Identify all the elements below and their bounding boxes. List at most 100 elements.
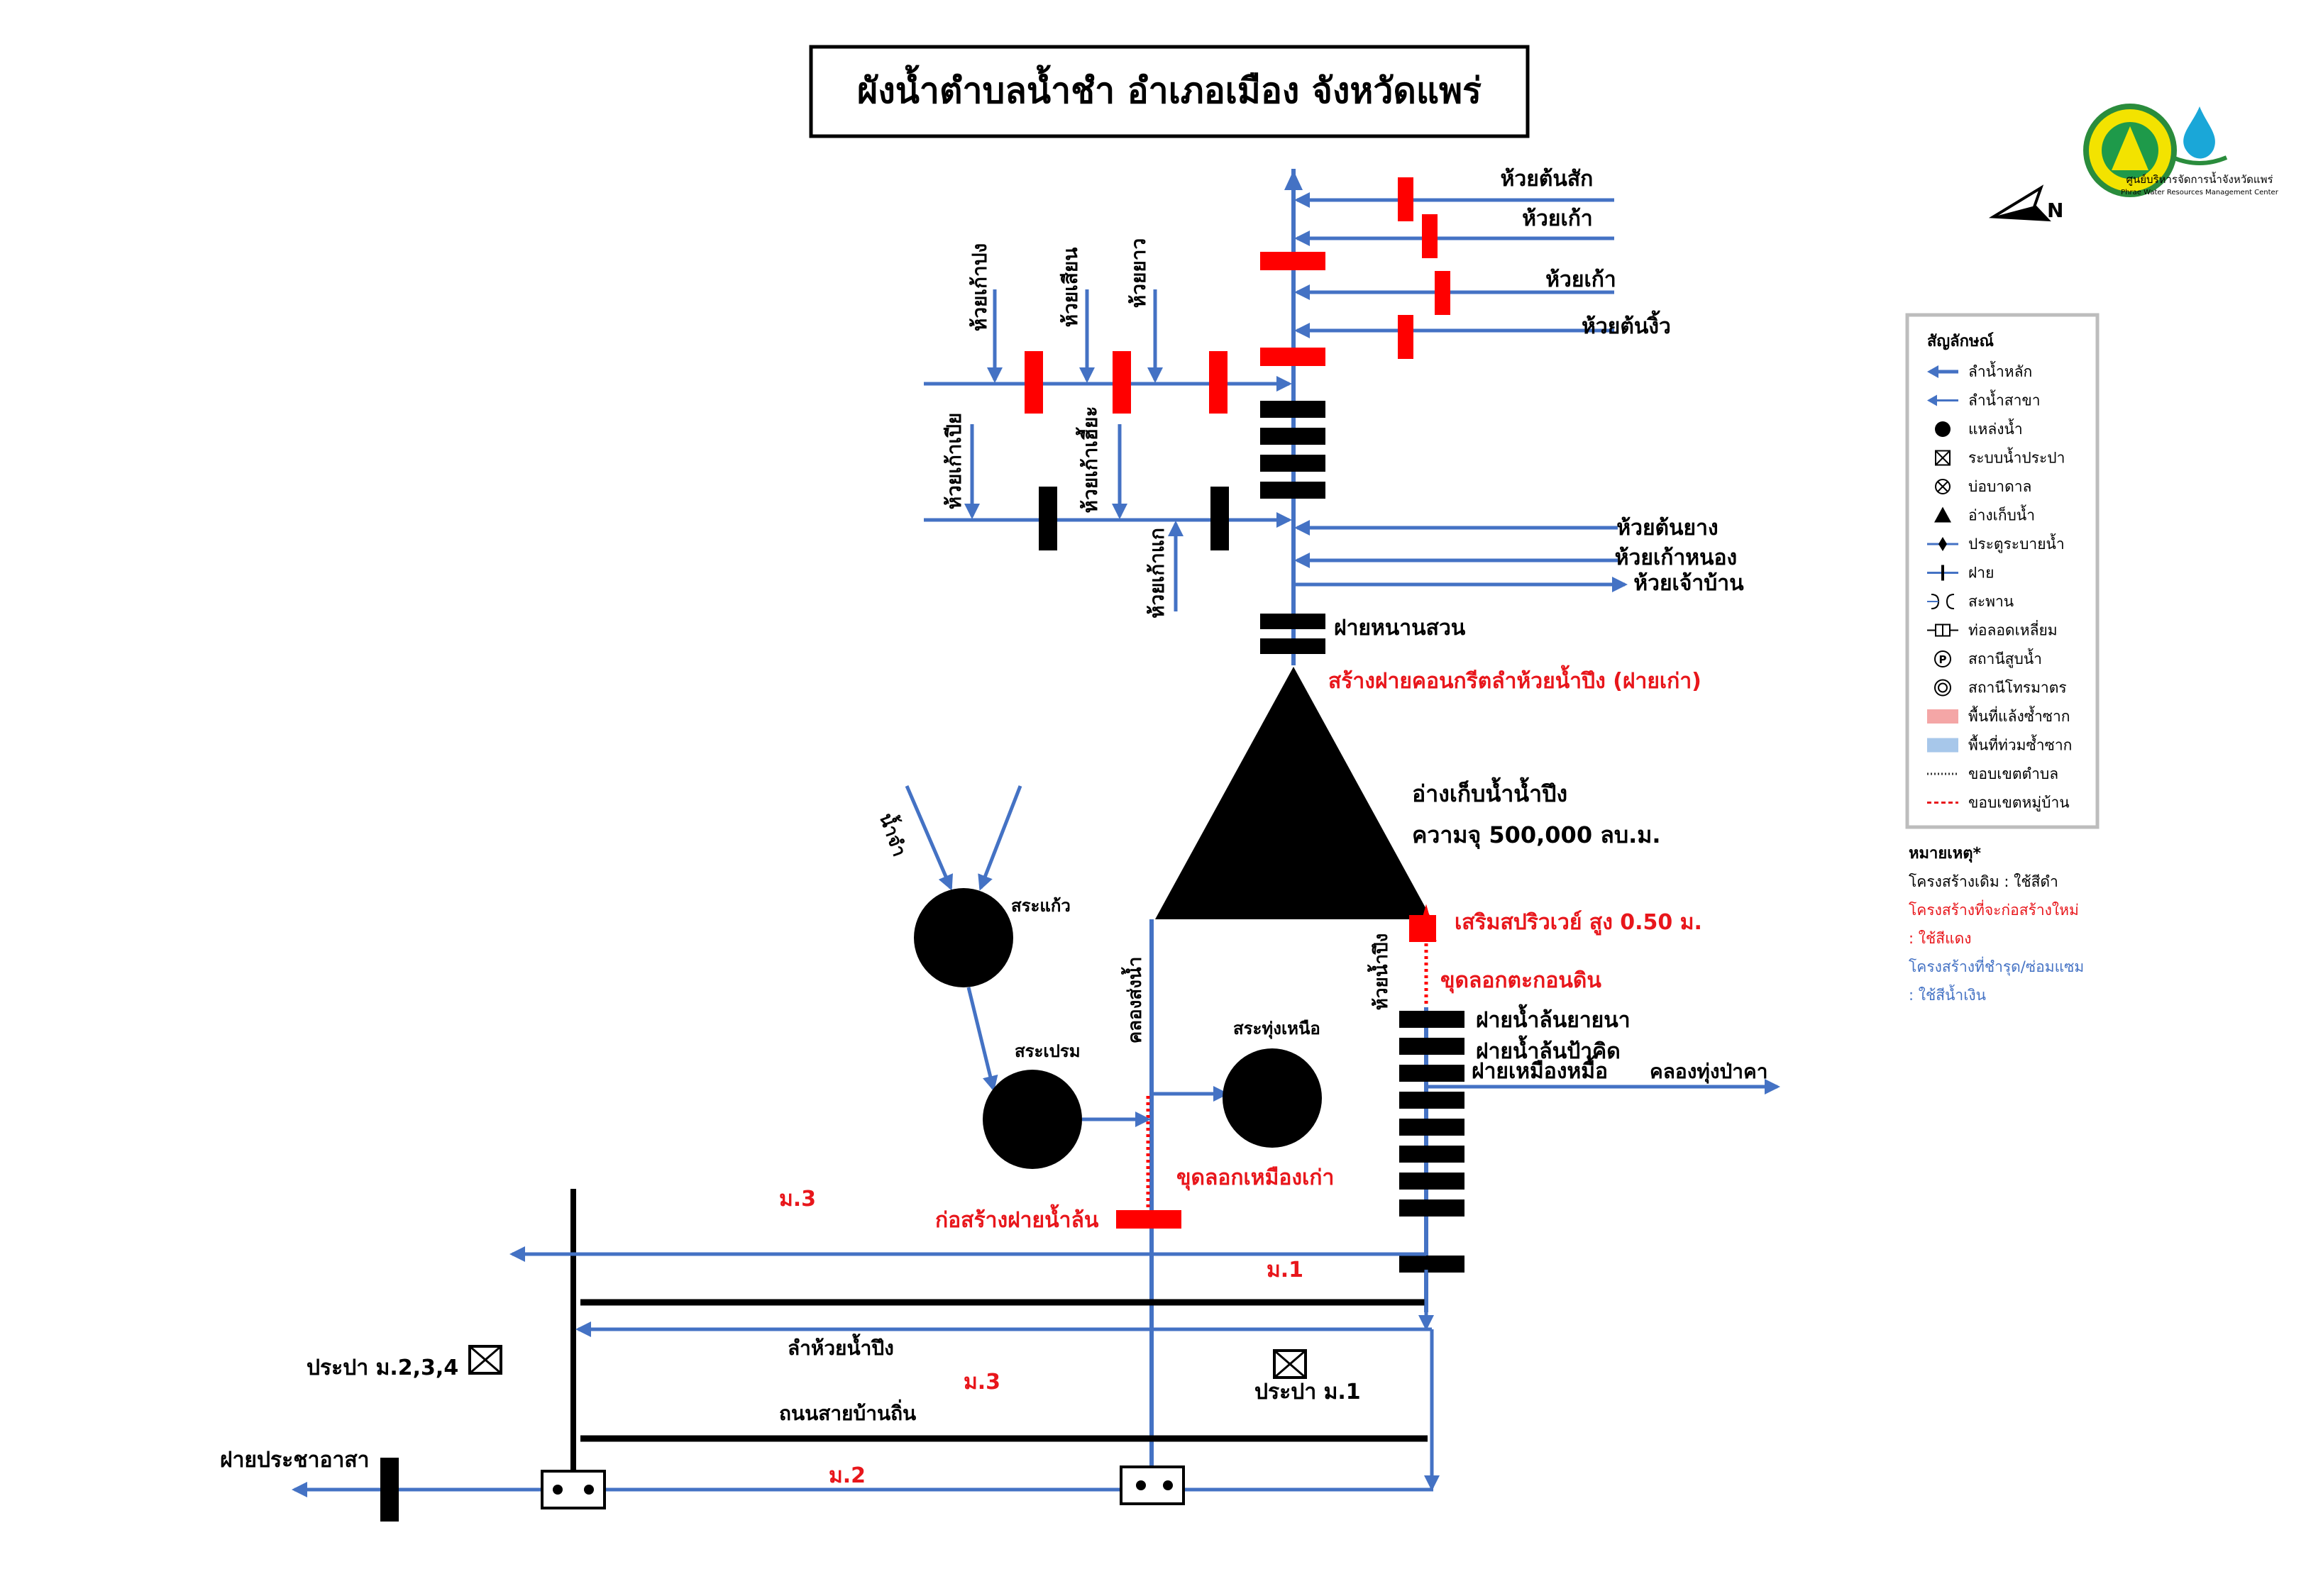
new-weir-bar bbox=[1209, 351, 1228, 414]
legend-label: ประตูระบายน้ำ bbox=[1968, 533, 2065, 553]
new-weir-bar bbox=[1113, 351, 1131, 414]
label-huai-yao: ห้วยยาว bbox=[1127, 238, 1150, 308]
notes-line3a: โครงสร้างที่ชำรุด/ซ่อมแซม bbox=[1909, 956, 2084, 976]
label-huai-kao-pia: ห้วยเก้าเปีย bbox=[942, 413, 966, 510]
sa-thung-nuea-pond bbox=[1223, 1048, 1322, 1148]
title-box bbox=[809, 45, 1530, 138]
box-culvert-icon bbox=[541, 1470, 606, 1509]
label-prapa-m234: ประปา ม.2,3,4 bbox=[307, 1356, 458, 1380]
label-fai-nan-suan: ฝายหนานสวน bbox=[1334, 616, 1466, 641]
label-dredge-tako: ขุดลอกตะกอนดิน bbox=[1440, 968, 1601, 994]
new-weir-bar bbox=[1025, 351, 1043, 414]
box-culvert-icon bbox=[1927, 624, 1958, 637]
notes-line3b: : ใช้สีน้ำเงิน bbox=[1909, 985, 1986, 1004]
svg-text:P: P bbox=[1939, 653, 1947, 666]
new-weir-bar bbox=[1435, 271, 1450, 315]
label-huai-kao-pong: ห้วยเก้าปง bbox=[968, 243, 991, 331]
label-fai-yai-na: ฝายน้ำล้นยายนา bbox=[1476, 1004, 1631, 1033]
sa-prem-pond bbox=[983, 1070, 1082, 1169]
label-fai-pracha-asa: ฝายประชาอาสา bbox=[220, 1448, 370, 1473]
water-supply-box-icon bbox=[1935, 450, 1951, 466]
water-supply-box-icon bbox=[1273, 1349, 1307, 1379]
legend-label: สถานีโทรมาตร bbox=[1968, 680, 2067, 697]
legend-label: ระบบน้ำประปา bbox=[1968, 448, 2065, 467]
label-fai-pa-kid: ฝายน้ำล้นป้าคิด bbox=[1476, 1035, 1621, 1064]
legend-label: ฝาย bbox=[1968, 565, 1994, 582]
reservoir-triangle bbox=[1155, 667, 1432, 919]
main-stream-arrow-icon bbox=[1927, 365, 1958, 378]
reservoir-triangle-icon bbox=[1934, 506, 1951, 523]
label-road: ถนนสายบ้านถิ่น bbox=[779, 1399, 916, 1425]
legend-label: ลำน้ำหลัก bbox=[1968, 361, 2032, 380]
legend-label: สะพาน bbox=[1968, 593, 2014, 610]
water-supply-box-icon bbox=[468, 1345, 502, 1375]
label-reservoir-name: อ่างเก็บน้ำน้ำปึง bbox=[1412, 777, 1567, 807]
legend-label: บ่อบาดาล bbox=[1968, 478, 2031, 495]
label-nam-jam: น้ำจำ bbox=[875, 809, 914, 860]
logo-caption: ศูนย์บริหารจัดการน้ำจังหวัดแพร่ bbox=[2126, 172, 2273, 186]
telemetry-station-icon bbox=[1934, 679, 1951, 697]
fai-nan-suan-weir bbox=[1260, 614, 1325, 654]
label-khlong-song-nam: คลองส่งน้ำ bbox=[1120, 957, 1146, 1044]
new-weir-main bbox=[1260, 252, 1325, 270]
label-huai-chao-ban: ห้วยเจ้าบ้าน bbox=[1633, 571, 1744, 596]
legend-label: ท่อลอดเหลี่ยม bbox=[1968, 620, 2058, 639]
new-weir-main bbox=[1260, 348, 1325, 366]
bridge-icon bbox=[1927, 594, 1955, 609]
legend-label: ขอบเขตตำบล bbox=[1968, 765, 2058, 782]
label-build-concrete-weir: สร้างฝายคอนกรีตลำห้วยน้ำปึง (ฝายเก่า) bbox=[1328, 665, 1701, 694]
legend-items: ลำน้ำหลักลำน้ำสาขาแหล่งน้ำระบบน้ำประปาบ่… bbox=[1927, 361, 2072, 812]
notes-line2b: : ใช้สีแดง bbox=[1909, 930, 1972, 947]
existing-weir-bar bbox=[1210, 487, 1229, 550]
label-dredge-old-mueang: ขุดลอกเหมืองเก่า bbox=[1176, 1165, 1334, 1191]
label-prapa-m1: ประปา ม.1 bbox=[1254, 1380, 1361, 1404]
label-huai-kao-1: ห้วยเก้า bbox=[1522, 206, 1592, 231]
new-weir-bar bbox=[1398, 315, 1413, 359]
notes-title: หมายเหตุ* bbox=[1909, 845, 1982, 863]
groundwater-well-icon bbox=[1935, 479, 1951, 494]
label-huai-nam-pueng: ห้วยน้ำปึง bbox=[1367, 933, 1392, 1011]
label-huai-kao-2: ห้วยเก้า bbox=[1545, 267, 1616, 292]
label-lam-huai-nam-pueng: ลำห้วยน้ำปึง bbox=[788, 1333, 894, 1360]
sluice-gate-icon bbox=[1927, 537, 1958, 551]
notes-line2a: โครงสร้างที่จะก่อสร้างใหม่ bbox=[1909, 899, 2079, 919]
label-huai-ton-sak: ห้วยต้นสัก bbox=[1501, 167, 1594, 192]
label-m1: ม.1 bbox=[1267, 1258, 1303, 1282]
sa-kaeo-pond bbox=[914, 888, 1013, 987]
label-sa-kaeo: สระแก้ว bbox=[1011, 896, 1071, 916]
box-culvert-icon bbox=[1120, 1465, 1185, 1505]
sa-kaeo-to-sa-prem bbox=[966, 987, 998, 1092]
label-m2: ม.2 bbox=[829, 1463, 866, 1488]
water-center-logo: ศูนย์บริหารจัดการน้ำจังหวัดแพร่ Phrae Wa… bbox=[2121, 106, 2279, 196]
label-m3-a: ม.3 bbox=[779, 1187, 816, 1212]
logo-subcaption: Phrae Water Resources Management Center bbox=[2121, 189, 2279, 196]
legend-label: อ่างเก็บน้ำ bbox=[1968, 505, 2035, 524]
new-weir-bar bbox=[1422, 214, 1438, 258]
water-source-dot-icon bbox=[1935, 421, 1951, 437]
branch-stream-arrow-icon bbox=[1927, 394, 1958, 406]
label-sa-thung-nuea: สระทุ่งเหนือ bbox=[1233, 1019, 1320, 1040]
label-reservoir-capacity: ความจุ 500,000 ลบ.ม. bbox=[1412, 821, 1661, 850]
legend-label: ขอบเขตหมู่บ้าน bbox=[1968, 794, 2070, 812]
label-build-overflow: ก่อสร้างฝายน้ำล้น bbox=[935, 1204, 1099, 1233]
new-overflow-weir bbox=[1116, 1210, 1181, 1229]
label-huai-kao-kae: ห้วยเก้าแก bbox=[1145, 528, 1169, 619]
label-huai-kao-sia: ห้วยเก้าเฮี้ยะ bbox=[1075, 406, 1102, 514]
drought-area-icon bbox=[1927, 709, 1958, 724]
label-huai-ton-chiw: ห้วยต้นงิ้ว bbox=[1582, 310, 1671, 339]
label-huai-ton-yang: ห้วยต้นยาง bbox=[1616, 516, 1718, 541]
compass-label: N bbox=[2047, 199, 2063, 222]
legend-label: พื้นที่ท่วมซ้ำซาก bbox=[1968, 735, 2072, 754]
page-title: ผังน้ำตำบลน้ำชำ อำเภอเมือง จังหวัดแพร่ bbox=[857, 65, 1482, 111]
label-m3-b: ม.3 bbox=[964, 1370, 1000, 1395]
new-weir-bar bbox=[1398, 177, 1413, 221]
label-fai-mueang-mo: ฝายเหมืองหมื้อ bbox=[1472, 1055, 1608, 1084]
pump-station-icon: P bbox=[1934, 650, 1951, 667]
label-huai-kao-nong: ห้วยเก้าหนอง bbox=[1615, 545, 1737, 570]
legend-title: สัญลักษณ์ bbox=[1927, 332, 1994, 350]
weir-stack-right bbox=[1399, 1011, 1464, 1273]
existing-weir-stack bbox=[1260, 401, 1325, 499]
fai-pracha-asa-weir bbox=[380, 1458, 399, 1522]
label-spillway: เสริมสปริวเวย์ สูง 0.50 ม. bbox=[1455, 910, 1702, 936]
